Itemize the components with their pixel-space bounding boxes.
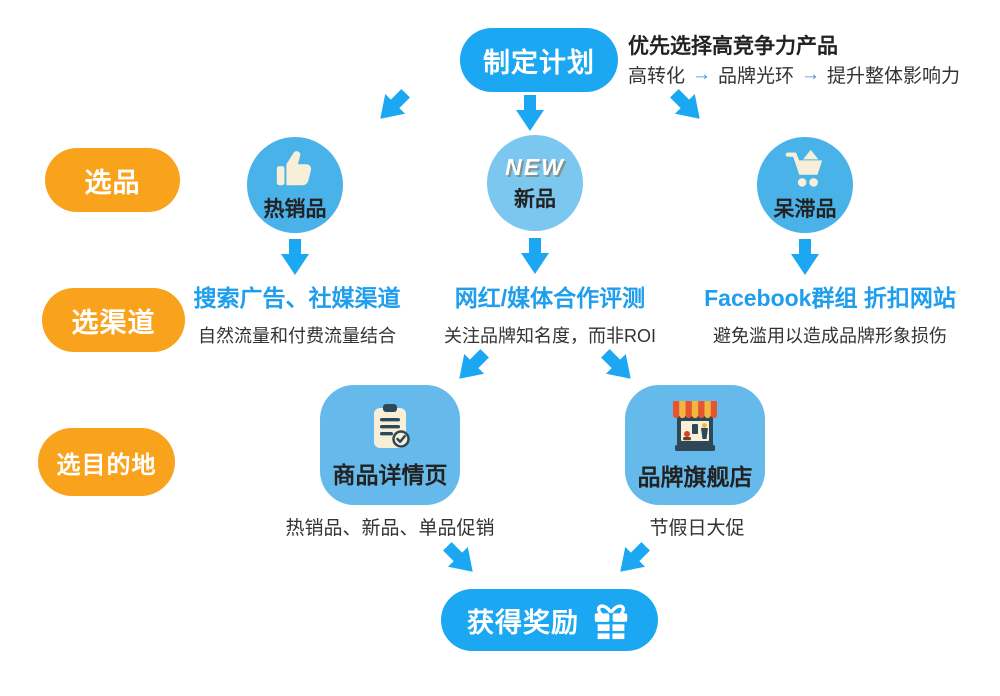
shopping-cart-icon [782,147,828,191]
arrow-plan-to-new [515,95,545,131]
thumbs-up-icon [272,147,318,191]
clipboard-check-icon [366,401,414,451]
channel-title: Facebook群组 折扣网站 [704,285,956,311]
product-label: 热销品 [263,198,327,221]
storefront-icon [669,399,721,453]
destination-label: 品牌旗舰店 [637,463,753,490]
product-node-stale-stock: 呆滞品 [757,137,853,233]
reward-node: 获得奖励 [441,589,658,651]
product-node-new-products: NEW 新品 [487,135,583,231]
right-arrow-glyph: → [801,63,821,85]
arrow-channel-to-flagship-store [595,343,642,390]
detail-page-caption: 热销品、新品、单品促销 [285,518,495,539]
plan-note-title: 优先选择高竞争力产品 [628,35,838,58]
product-node-hot-sellers: 热销品 [247,137,343,233]
channel-col-search-social: 搜索广告、社媒渠道 自然流量和付费流量结合 [167,279,427,348]
product-label: 呆滞品 [773,198,837,221]
arrow-new-to-channel [520,238,550,274]
destination-node-detail-page: 商品详情页 [320,385,460,505]
arrow-store-to-reward [610,536,657,583]
new-badge: NEW [505,153,565,180]
stage-pill-select-destination: 选目的地 [38,428,175,496]
arrow-plan-to-hot [370,83,417,130]
arrow-detail-to-reward [437,536,484,583]
stage-pill-select-product: 选品 [45,148,180,212]
arrow-stale-to-channel [790,239,820,275]
flow-step-1: 高转化 [628,66,686,87]
reward-label: 获得奖励 [467,607,579,638]
plan-note-flow: 高转化 → 品牌光环 → 提升整体影响力 [628,61,960,88]
destination-node-flagship-store: 品牌旗舰店 [625,385,765,505]
stage-label: 选渠道 [71,307,156,338]
product-label: 新品 [514,187,556,211]
flow-step-2: 品牌光环 [718,66,795,87]
arrow-hot-to-channel [280,239,310,275]
stage-pill-select-channel: 选渠道 [42,288,185,352]
channel-col-facebook-deals: Facebook群组 折扣网站 避免滥用以造成品牌形象损伤 [672,279,988,348]
arrow-channel-to-detail-page [449,343,496,390]
channel-desc: 自然流量和付费流量结合 [198,326,396,346]
arrow-plan-to-stale [664,83,711,130]
flow-step-3: 提升整体影响力 [827,66,961,87]
plan-node: 制定计划 [460,28,618,92]
channel-col-influencer-media: 网红/媒体合作评测 关注品牌知名度，而非ROI [420,279,680,348]
flagship-store-caption: 节假日大促 [649,518,745,539]
gift-icon [590,599,632,641]
channel-title: 网红/媒体合作评测 [454,285,646,311]
channel-desc: 关注品牌知名度，而非ROI [444,326,656,346]
channel-desc: 避免滥用以造成品牌形象损伤 [713,326,947,346]
stage-label: 选目的地 [56,451,157,479]
right-arrow-glyph: → [692,63,712,85]
destination-label: 商品详情页 [332,461,448,488]
channel-title: 搜索广告、社媒渠道 [193,285,401,311]
stage-label: 选品 [84,167,141,198]
plan-label: 制定计划 [483,47,595,78]
